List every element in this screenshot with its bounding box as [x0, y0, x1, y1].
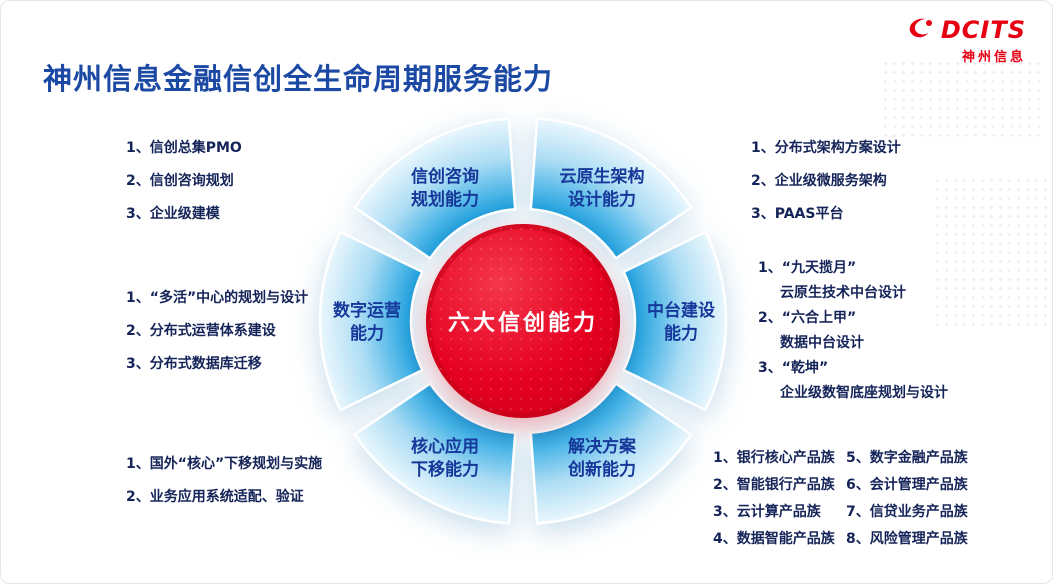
logo-subtitle: 神州信息: [961, 50, 1026, 65]
list-item: 1、银行核心产品族: [713, 450, 835, 466]
list-item: 1、信创总集PMO: [126, 140, 242, 156]
list-item: 3、“乾坤” 企业级数智底座规划与设计: [758, 360, 948, 401]
dot-pattern-decoration: [881, 59, 1046, 139]
solution-list-col2: 5、数字金融产品族 6、会计管理产品族 7、信贷业务产品族 8、风险管理产品族: [846, 447, 968, 555]
segment-label-solution: 解决方案 创新能力: [568, 437, 636, 480]
dcits-swoosh-icon: [906, 15, 936, 45]
list-item: 2、“六合上甲” 数据中台设计: [758, 310, 864, 351]
list-item: 2、业务应用系统适配、验证: [126, 489, 304, 505]
center-circle: 六大信创能力: [426, 224, 620, 418]
list-item: 8、风险管理产品族: [846, 531, 968, 547]
segment-label-cloud-native: 云原生架构 设计能力: [559, 167, 645, 210]
list-item: 3、企业级建模: [126, 206, 220, 222]
segment-label-consulting: 信创咨询 规划能力: [411, 167, 479, 210]
digital-ops-list: 1、“多活”中心的规划与设计 2、分布式运营体系建设 3、分布式数据库迁移: [126, 287, 308, 386]
wheel-segment: [622, 230, 728, 412]
dcits-logo: DCITS 神州信息: [906, 15, 1026, 65]
center-label: 六大信创能力: [447, 311, 598, 336]
list-item: 2、智能银行产品族: [713, 477, 835, 493]
list-item: 3、云计算产品族: [713, 504, 821, 520]
wheel-segment: [529, 117, 693, 260]
segment-label-digital-ops: 数字运营 能力: [333, 301, 401, 344]
solution-list-col1: 1、银行核心产品族 2、智能银行产品族 3、云计算产品族 4、数据智能产品族: [713, 447, 835, 555]
core-migration-list: 1、国外“核心”下移规划与实施 2、业务应用系统适配、验证: [126, 453, 322, 519]
middle-platform-list: 1、“九天揽月” 云原生技术中台设计 2、“六合上甲” 数据中台设计 3、“乾坤…: [758, 256, 948, 406]
list-item: 1、“九天揽月” 云原生技术中台设计: [758, 260, 906, 301]
list-item: 6、会计管理产品族: [846, 477, 968, 493]
consulting-list: 1、信创总集PMO 2、信创咨询规划 3、企业级建模: [126, 137, 242, 236]
wheel-segment: [353, 382, 517, 525]
list-item: 2、信创咨询规划: [126, 173, 234, 189]
logo-name: DCITS: [940, 16, 1026, 44]
list-item: 7、信贷业务产品族: [846, 504, 968, 520]
wheel-segment: [353, 117, 517, 260]
list-item: 4、数据智能产品族: [713, 531, 835, 547]
list-item: 1、分布式架构方案设计: [751, 140, 901, 156]
list-item: 5、数字金融产品族: [846, 450, 968, 466]
dot-pattern-decoration: [933, 176, 1048, 326]
wheel-segment: [318, 230, 424, 412]
segment-label-core-migration: 核心应用 下移能力: [411, 437, 479, 480]
list-item: 3、PAAS平台: [751, 206, 844, 222]
list-item: 1、“多活”中心的规划与设计: [126, 290, 309, 306]
list-item: 3、分布式数据库迁移: [126, 356, 262, 372]
segment-label-middle-platform: 中台建设 能力: [647, 301, 715, 344]
list-item: 1、国外“核心”下移规划与实施: [126, 456, 323, 472]
cloud-native-list: 1、分布式架构方案设计 2、企业级微服务架构 3、PAAS平台: [751, 137, 901, 236]
list-item: 2、企业级微服务架构: [751, 173, 887, 189]
wheel-segment: [529, 382, 693, 525]
list-item: 2、分布式运营体系建设: [126, 323, 276, 339]
page-title: 神州信息金融信创全生命周期服务能力: [43, 62, 554, 96]
capability-wheel: [318, 117, 728, 525]
